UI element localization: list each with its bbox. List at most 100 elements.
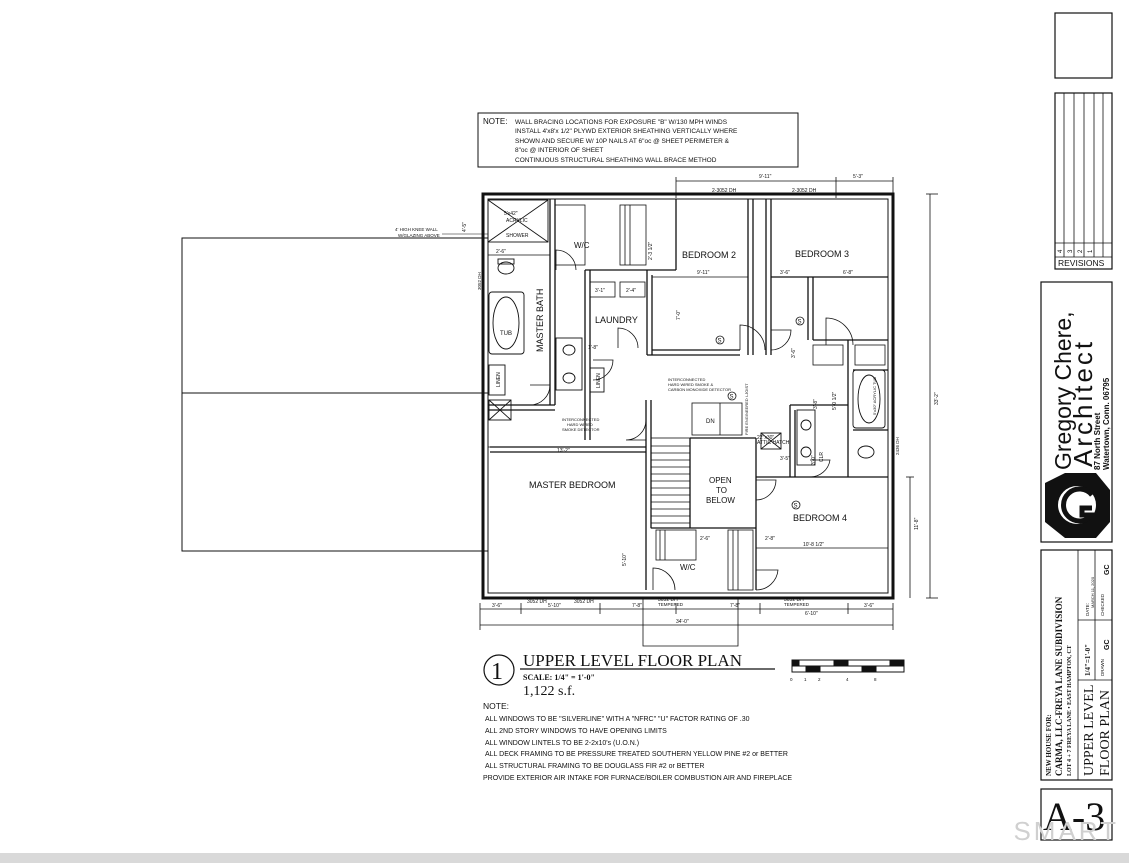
svg-text:S: S [718, 339, 722, 345]
room-labels: BEDROOM 2 BEDROOM 3 BEDROOM 4 MASTER BED… [496, 211, 849, 572]
tempered-tag: TEMPERED [784, 602, 810, 607]
drawn-label: DRAWN [1100, 659, 1105, 676]
general-note-line: PROVIDE EXTERIOR AIR INTAKE FOR FURNACE/… [483, 775, 792, 782]
room-label-bedroom-4: BEDROOM 4 [793, 513, 847, 523]
wall-note-line: CONTINUOUS STRUCTURAL SHEATHING WALL BRA… [515, 157, 717, 164]
dim-label: 10'-8 1/2" [803, 542, 824, 548]
dim-label: 33'-2" [934, 392, 940, 405]
stair-down-label: DN [706, 419, 715, 425]
knee-wall-note: W/GLAZING ABOVE [398, 233, 440, 238]
attic-hatch-note: 22"x30" [757, 435, 774, 441]
exterior-walls [481, 192, 895, 600]
checked-value: GC [1104, 565, 1111, 576]
dim-label: 3'-1" [595, 288, 605, 294]
tub-label: TUB [500, 331, 512, 337]
svg-text:S: S [794, 504, 798, 510]
dim-label: 3'-8" [813, 399, 819, 409]
shower-label: 5'x42" [504, 211, 518, 217]
dim-label: 4'-5" [462, 222, 468, 232]
scale-bar [791, 659, 905, 673]
architect-logo [1045, 473, 1110, 538]
room-label-wic-top: W/C [574, 241, 590, 250]
dim-label: 9'-11" [697, 270, 710, 276]
wall-note-line: SHOWN AND SECURE W/ 10P NAILS AT 6"oc @ … [515, 138, 730, 145]
smoke-detectors: S S S S [715, 316, 805, 510]
revision-number: 3 [1068, 249, 1074, 253]
closet-shelving [554, 204, 886, 591]
linen-label: LINEN [596, 373, 602, 388]
dim-label: 5'-3" [853, 174, 863, 180]
open-to-below-line: TO [716, 486, 727, 495]
dim-label: 3'-6" [780, 270, 790, 276]
room-label-wic-bottom: W/C [680, 563, 696, 572]
smoke-detector-note: HARD WIRED [567, 422, 593, 427]
smoke-co-note: CARBON MONOXIDE DETECTOR [668, 387, 731, 392]
smoke-detector-note: SMOKE DETECTOR [562, 427, 600, 432]
dim-label: 1'-8" [588, 345, 598, 351]
general-notes-label: NOTE: [483, 701, 509, 711]
clr-label: CLR [819, 452, 825, 462]
wall-bracing-note: NOTE: WALL BRACING LOCATIONS FOR EXPOSUR… [477, 112, 799, 168]
general-note-line: ALL WINDOWS TO BE "SILVERLINE" WITH A "N… [485, 716, 750, 723]
dim-label: 13'-2" [557, 448, 570, 454]
sheet-title: FLOOR PLAN [1098, 690, 1113, 776]
wall-note-line: INSTALL 4'x8'x 1/2" PLYWD EXTERIOR SHEAT… [515, 128, 738, 135]
plan-title: UPPER LEVEL FLOOR PLAN [523, 651, 742, 670]
dimension-labels: 9'-11" 5'-3" 9'-11" 3'-6" 6'-8" 7'-0" 3'… [462, 174, 940, 625]
general-note-line: ALL 2ND STORY WINDOWS TO HAVE OPENING LI… [485, 728, 667, 735]
sheet-title: UPPER LEVEL [1082, 685, 1097, 776]
room-label-bedroom-2: BEDROOM 2 [682, 250, 736, 260]
dim-label: 5'-10" [622, 553, 628, 566]
title-block: REVISIONS 4 3 2 1 Gregory Chere, Archite… [1040, 12, 1113, 841]
revision-number: 4 [1058, 249, 1064, 253]
smoke-co-note: INTERCONNECTED [668, 377, 705, 382]
general-note-line: ALL DECK FRAMING TO BE PRESSURE TREATED … [485, 751, 788, 758]
dim-label: 5'-0 1/2" [832, 391, 838, 410]
dim-label: 2'-3 1/2" [648, 241, 654, 260]
dim-label: 7'-8" [632, 603, 642, 609]
door-swings [529, 249, 854, 591]
plan-annotations: 4' HIGH KNEE WALL W/GLAZING ABOVE INTERC… [395, 188, 900, 607]
wall-note-line: 8"oc @ INTERIOR OF SHEET [515, 147, 603, 154]
dim-label: 9'-11" [759, 174, 772, 180]
plan-area: 1,122 s.f. [523, 684, 575, 699]
wall-note-label: NOTE: [483, 117, 507, 126]
window-tag: 2436 DH [895, 437, 900, 455]
bottom-bar [0, 853, 1129, 863]
dim-label: 5'-10" [548, 603, 561, 609]
window-tag: 3052 DH [784, 597, 804, 603]
dimension-lines [479, 177, 938, 647]
fire-wall-note: FIRE ENGINEERED I-JOIST [744, 383, 749, 435]
knee-wall-note: 4' HIGH KNEE WALL [395, 227, 438, 232]
date-value: MARCH 11, 2020 [1090, 576, 1095, 608]
dim-label: 3'-0" [811, 455, 817, 465]
smart-mls-watermark: SMART [1013, 816, 1119, 846]
scale-bar-label: 4 [846, 677, 849, 682]
general-notes: NOTE: ALL WINDOWS TO BE "SILVERLINE" WIT… [483, 701, 792, 782]
room-label-bedroom-3: BEDROOM 3 [795, 249, 849, 259]
drawn-value: GC [1104, 640, 1111, 651]
acrylic-tub-note: 5'x30" ACRYLIC TUB [872, 377, 877, 415]
dim-label: 3'-6" [864, 603, 874, 609]
open-to-below-line: BELOW [706, 496, 735, 505]
fixtures [487, 199, 886, 466]
project-name: CARMA, LLC-FREYA LANE SUBDIVISION [1054, 596, 1064, 776]
project-location: LOT 4 + 7 FREYA LANE • EAST HAMPTON, CT [1067, 645, 1073, 776]
dim-label: 7'-8" [730, 603, 740, 609]
svg-text:S: S [798, 320, 802, 326]
dim-label: 6'-8" [843, 270, 853, 276]
window-tag: 2-3052 DH [712, 188, 737, 194]
open-to-below-line: OPEN [709, 476, 732, 485]
dim-label: 3'-6" [492, 603, 502, 609]
window-tag: 3052 DH [574, 599, 594, 605]
room-label-master-bath: MASTER BATH [535, 289, 545, 352]
scale-bar-label: 2 [818, 677, 821, 682]
dim-label: 34'-0" [676, 619, 689, 625]
dim-label: 6'-10" [805, 611, 818, 617]
general-note-line: ALL STRUCTURAL FRAMING TO BE DOUGLASS FI… [485, 763, 704, 770]
architect-name: Gregory Chere, [1050, 311, 1076, 470]
dim-label: 2'-4" [626, 288, 636, 294]
window-tag: 2-3052 DH [792, 188, 817, 194]
revisions-table [1054, 92, 1113, 270]
scale-bar-label: 8 [874, 677, 877, 682]
